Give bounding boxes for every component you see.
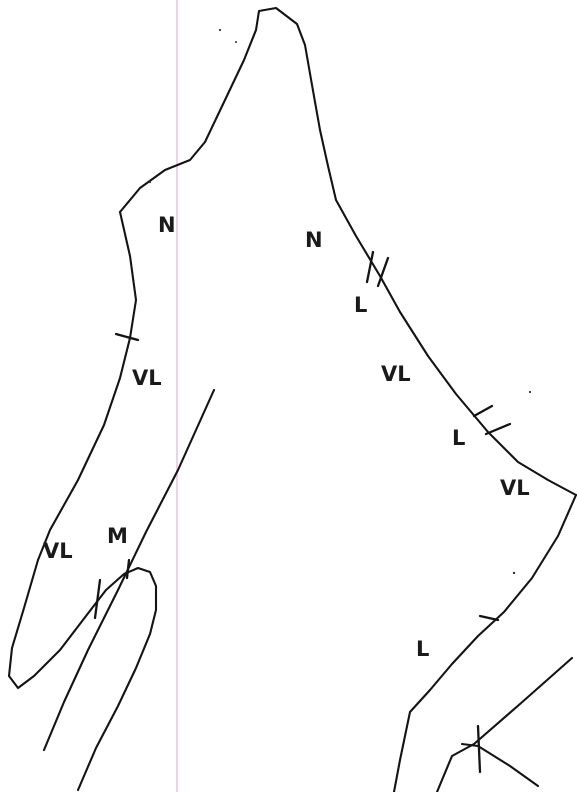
outline-top (120, 8, 576, 495)
speck (149, 181, 151, 183)
label-n-left: N (158, 213, 176, 237)
speck (235, 41, 237, 43)
speck (513, 572, 515, 574)
tick-right-middle-b (486, 424, 510, 434)
label-vl-left-lower: VL (43, 539, 73, 563)
tick-left-lower-b (127, 560, 129, 578)
bottom-right-branch (462, 744, 538, 786)
outline-main (9, 212, 156, 790)
speck (219, 29, 221, 31)
label-l-right-2: L (452, 426, 465, 450)
label-vl-right-2: VL (500, 476, 530, 500)
tick-right-middle-a (474, 406, 492, 416)
label-vl-left: VL (132, 366, 162, 390)
label-m-left: M (107, 524, 128, 548)
label-l-right-3: L (416, 637, 429, 661)
tick-bottom-right (478, 726, 480, 772)
label-vl-right-1: VL (381, 362, 411, 386)
tick-right-lower (480, 616, 498, 620)
label-l-right-1: L (354, 293, 367, 317)
bottom-right-line (437, 658, 572, 792)
label-n-right: N (305, 228, 323, 252)
speck (529, 391, 531, 393)
tick-left-upper (116, 334, 138, 340)
